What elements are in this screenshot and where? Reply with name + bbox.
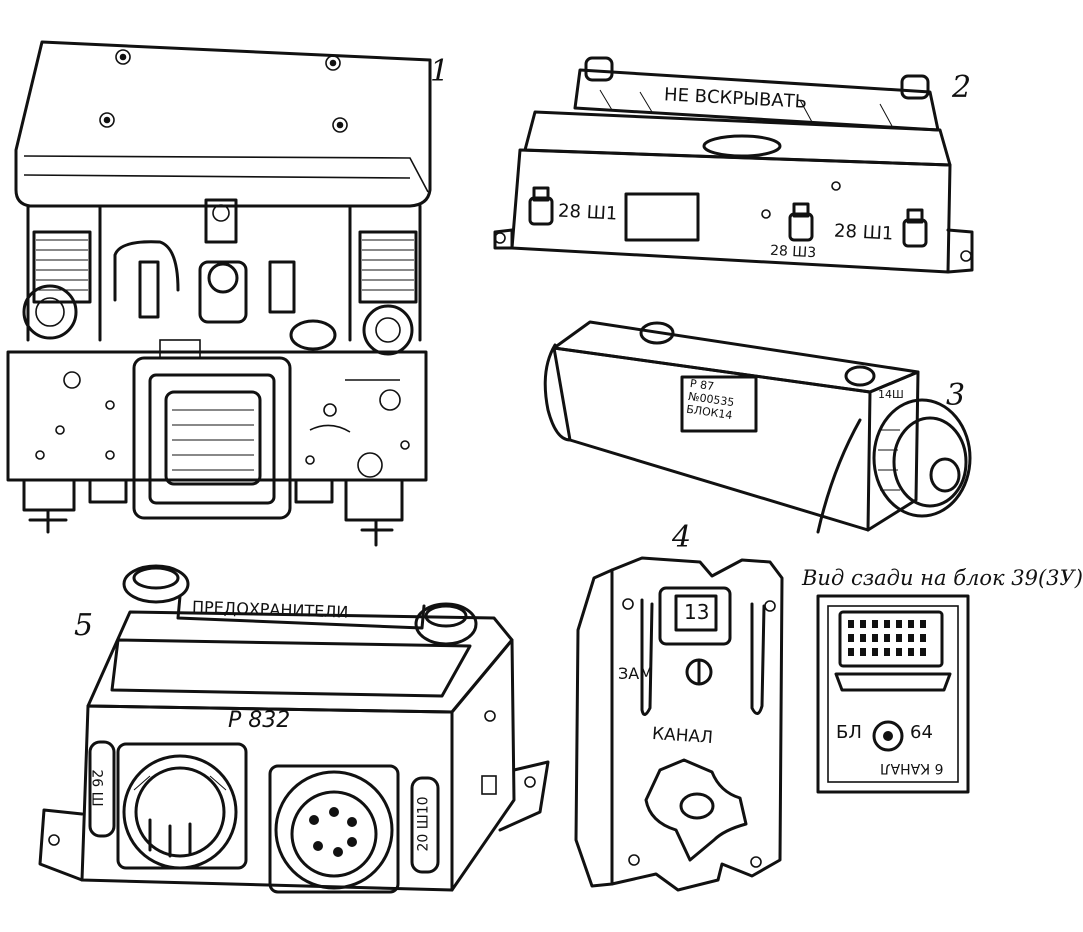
drawing-canvas: [6, 40, 974, 894]
unit1-meter-frame: [132, 356, 292, 520]
unit1-front-panel: [6, 350, 428, 482]
unit4-window: [674, 594, 718, 632]
unit2-plate: [624, 192, 700, 242]
unit3-connector: [872, 398, 972, 518]
unit1-meter-window: [164, 390, 262, 486]
unit3-plate-text: Р 87 №00535 БЛОК14: [686, 377, 737, 422]
unit4-cross-knob: [644, 758, 748, 862]
unit1-lid: [14, 40, 432, 208]
unit4-zam-label: ЗАМ: [618, 664, 654, 683]
unit5-label-left: [88, 740, 116, 838]
callout-3: 3: [946, 378, 966, 413]
unit4-face: [610, 556, 784, 892]
unit1-components: [22, 198, 418, 359]
unit3-plate: [680, 375, 758, 433]
unit4-panel: [574, 556, 784, 892]
unit3-body: [552, 346, 872, 532]
unit5-fuse-caps: [122, 564, 478, 646]
unit5-label-right: [410, 776, 440, 874]
unit5-model-label: Р 832: [228, 708, 291, 733]
unit2-conn-label-mid: 28 Ш3: [769, 242, 817, 262]
unit5-connector-right: [268, 764, 400, 894]
unit2-box: [493, 56, 974, 274]
unit1-chassis: [6, 40, 432, 547]
unit3-connector-label: 14Ш: [878, 388, 904, 401]
unit4-64-label: 64: [910, 722, 933, 743]
unit5-box: [38, 564, 550, 894]
unit4-caption: Вид сзади на блок 39(3У): [802, 566, 1083, 590]
unit4-window-label: 13: [684, 600, 710, 624]
unit5-conn-label-left: 26 Ш: [88, 769, 105, 807]
unit5-conn-label-right: 20 Ш10: [415, 796, 432, 852]
callout-4: 4: [672, 520, 692, 555]
unit1-lid-screws: [99, 49, 348, 133]
unit4-bl-label: БЛ: [836, 722, 862, 743]
technical-drawing: 1 2 3 4 5 НЕ ВСКРЫВАТЬ 28 Ш1 28 Ш3 28 Ш1…: [6, 40, 1083, 894]
unit4-inset-pins: [848, 620, 926, 656]
unit4-inset-kanal-label: 6 КАНАЛ: [880, 760, 944, 776]
unit2-connectors: [528, 186, 928, 248]
unit5-connector-left: [116, 742, 248, 870]
unit4-kanal-label: КАНАЛ: [651, 723, 714, 749]
unit4-inset: [816, 594, 970, 794]
unit2-conn-label-left: 28 Ш1: [557, 200, 618, 225]
unit3-block: [543, 320, 972, 534]
unit2-conn-label-right: 28 Ш1: [833, 220, 894, 245]
unit1-feet: [22, 478, 404, 547]
callout-1: 1: [430, 54, 450, 89]
callout-2: 2: [952, 70, 972, 105]
callout-5: 5: [74, 608, 94, 643]
